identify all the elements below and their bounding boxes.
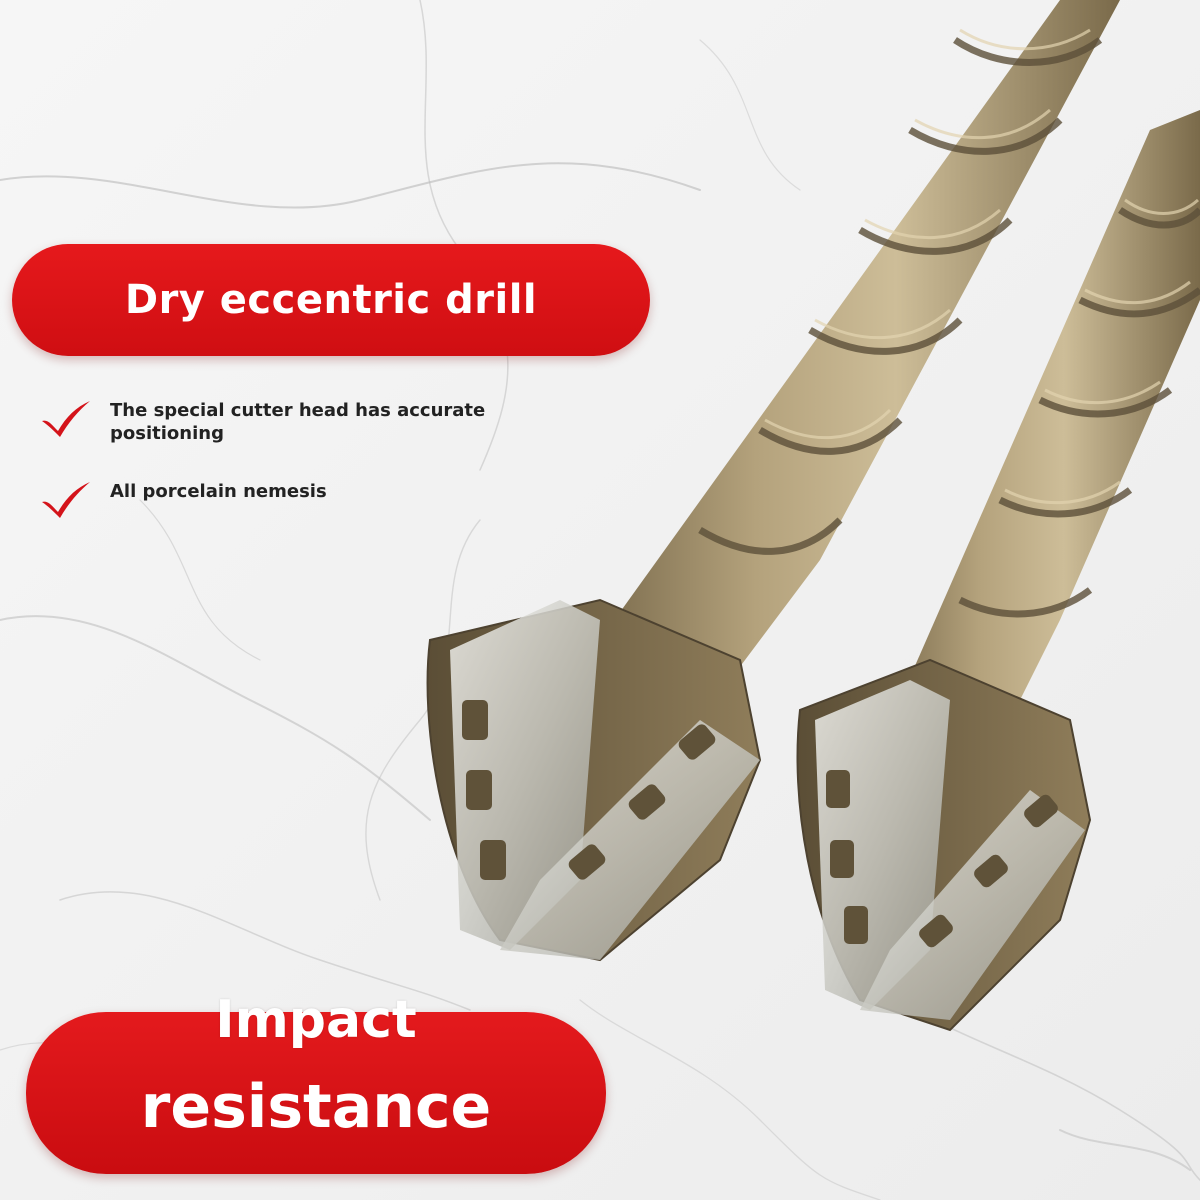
title-banner: Dry eccentric drill xyxy=(12,244,650,356)
impact-banner-line2: resistance xyxy=(140,1072,492,1142)
drill-bit-left xyxy=(426,0,1120,962)
feature-text: All porcelain nemesis xyxy=(110,481,327,502)
cutter-head-left xyxy=(450,600,760,960)
impact-banner-line1: Impact xyxy=(215,990,417,1050)
checkmark-icon xyxy=(42,401,90,437)
checkmark-icon xyxy=(42,482,90,518)
feature-item: The special cutter head has accurate pos… xyxy=(38,399,558,445)
drill-bit-right xyxy=(796,110,1200,1032)
cutter-head-right xyxy=(815,680,1085,1020)
feature-item: All porcelain nemesis xyxy=(38,480,438,520)
impact-banner: Impact resistance xyxy=(26,990,606,1174)
title-banner-text: Dry eccentric drill xyxy=(124,277,538,323)
feature-text: The special cutter head has accurate pos… xyxy=(110,400,486,444)
